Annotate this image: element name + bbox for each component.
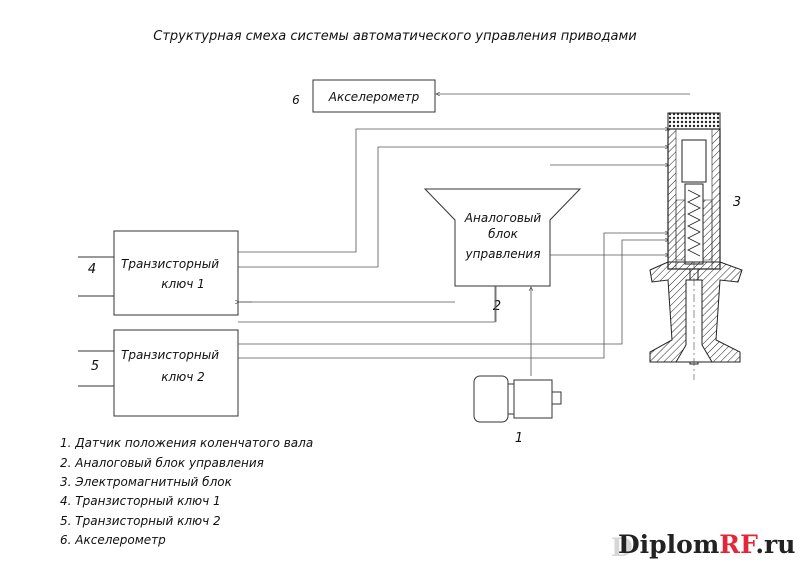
- key1-line2: ключ 1: [161, 277, 205, 291]
- analog-block-line1: Аналоговый: [464, 211, 542, 225]
- key1-number: 4: [88, 262, 96, 277]
- solenoid-number: 3: [733, 195, 741, 210]
- crankshaft-sensor: 1: [473, 375, 562, 446]
- analog-control-block: Аналоговый блок управления 2: [423, 188, 582, 314]
- legend-item-2: 2. Аналоговый блок управления: [60, 456, 264, 470]
- svg-text:D: D: [611, 533, 633, 562]
- legend-item-4: 4. Транзисторный ключ 1: [60, 494, 221, 508]
- legend-item-6: 6. Акселерометр: [60, 533, 166, 547]
- electromagnetic-block: 3: [649, 112, 743, 380]
- watermark-main: Diplom: [618, 530, 719, 559]
- watermark-accent: RF: [719, 530, 758, 559]
- signal-lines: [238, 94, 690, 376]
- watermark-suffix: .ru: [755, 530, 795, 559]
- legend-item-1: 1. Датчик положения коленчатого вала: [60, 436, 313, 450]
- transistor-key-1-block: Транзисторный ключ 1 4: [78, 230, 239, 316]
- diagram-title: Структурная смеха системы автоматическог…: [153, 29, 636, 44]
- accelerometer-block: Акселерометр 6: [292, 79, 436, 113]
- analog-block-line2: блок: [488, 227, 518, 241]
- sensor-number: 1: [515, 431, 523, 446]
- key2-number: 5: [91, 359, 99, 374]
- transistor-key-2-block: Транзисторный ключ 2 5: [78, 329, 239, 417]
- accelerometer-number: 6: [292, 93, 300, 107]
- svg-text:DiplomRF.ru: DiplomRF.ru: [618, 530, 795, 559]
- legend: 1. Датчик положения коленчатого вала 2. …: [60, 436, 313, 547]
- legend-item-5: 5. Транзисторный ключ 2: [60, 514, 221, 528]
- analog-block-line3: управления: [465, 247, 541, 261]
- legend-item-3: 3. Электромагнитный блок: [60, 475, 233, 489]
- accelerometer-label: Акселерометр: [328, 90, 420, 104]
- key1-line1: Транзисторный: [121, 257, 219, 271]
- key2-line1: Транзисторный: [121, 348, 219, 362]
- key2-line2: ключ 2: [161, 370, 205, 384]
- analog-block-number: 2: [493, 299, 501, 314]
- watermark-logo: D DiplomRF.ru: [611, 530, 795, 562]
